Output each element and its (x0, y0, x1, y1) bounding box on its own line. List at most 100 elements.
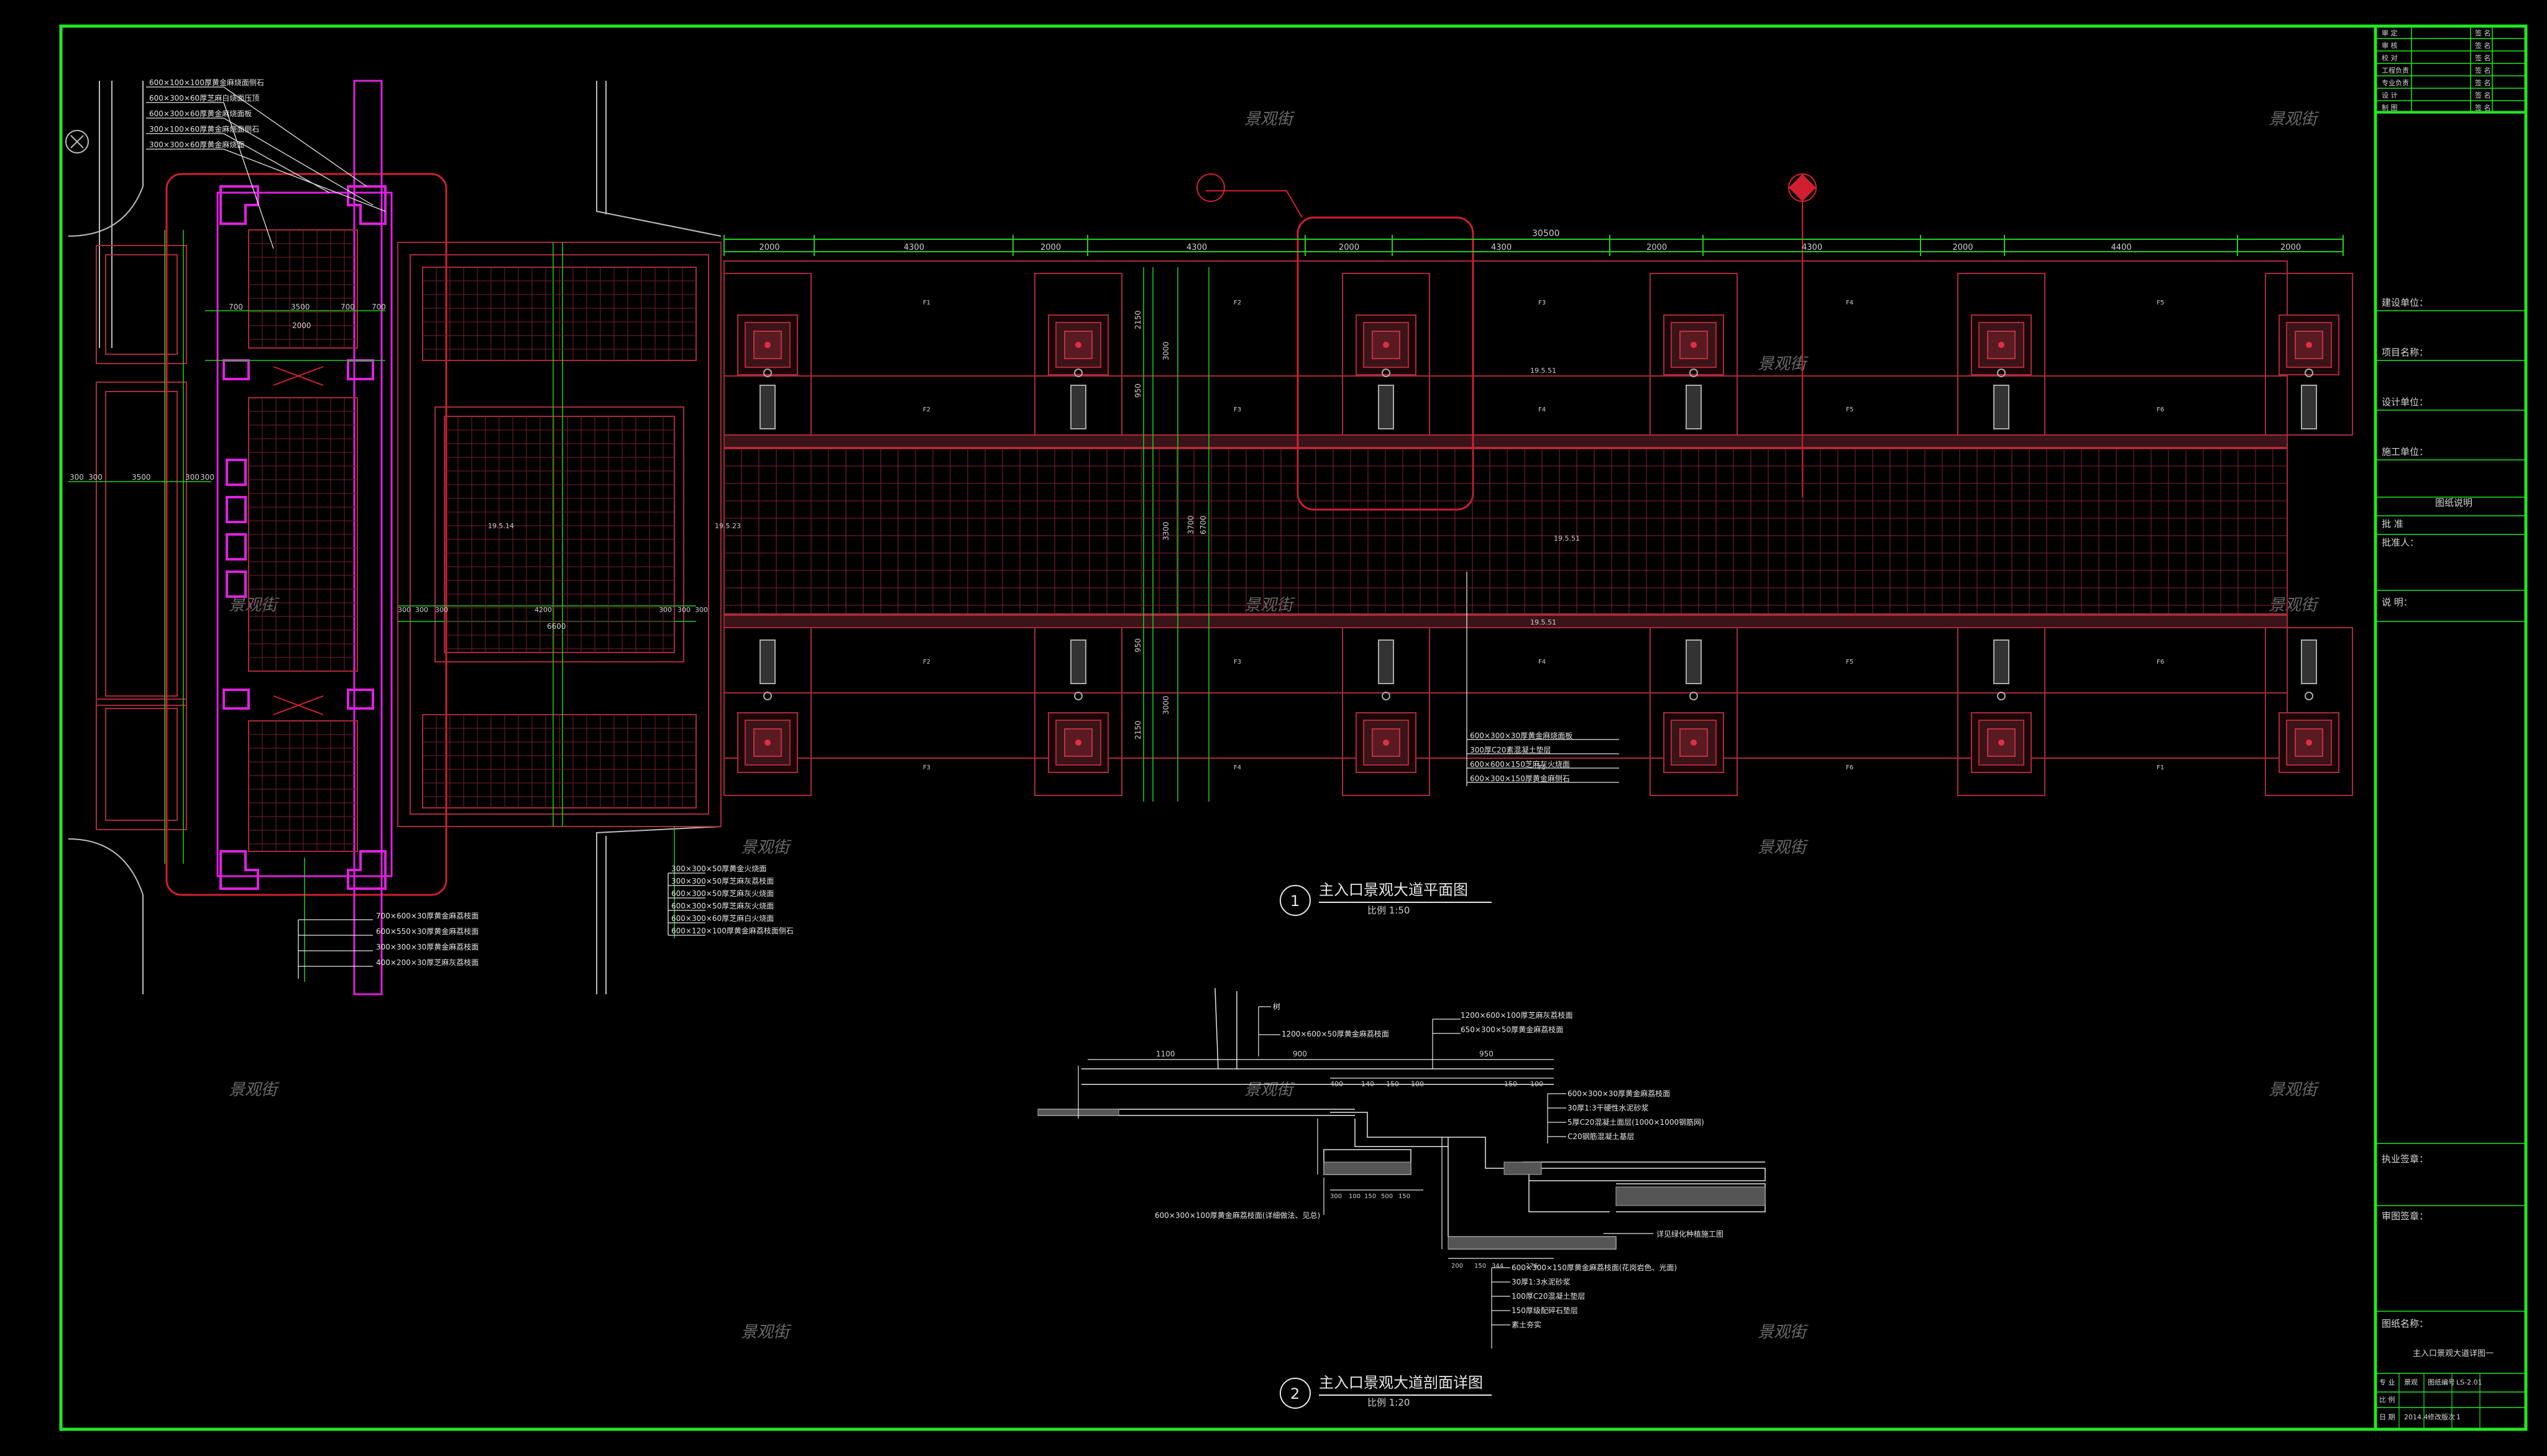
cell-label: F1 (923, 300, 930, 306)
watermark: 景观街 (2269, 1081, 2320, 1099)
section-detail (1037, 987, 1766, 1348)
top-dimension-label: 2000 (1953, 243, 1973, 252)
watermark: 景观街 (1758, 838, 1809, 857)
tb-rev-role: 设 计 (2382, 91, 2398, 99)
top-dimension-label: 4300 (904, 243, 924, 252)
top-dimension-label: 2000 (2280, 243, 2301, 252)
mid-dimension-label: 4200 (535, 606, 552, 614)
mid-dimension-label: 300 (435, 606, 448, 614)
callout-text: 600×300×60厚芝麻白火烧面 (671, 913, 774, 923)
callout-text: 600×600×150芝麻灰火烧面 (1470, 759, 1570, 769)
vertical-dimension-label: 3000 (1162, 695, 1170, 715)
cell-label: F3 (923, 764, 930, 771)
section-dimension-label: 140 (1361, 1080, 1374, 1088)
tb-construction-unit: 施工单位： (2382, 446, 2428, 457)
tb-rev-sign: 签 名 (2475, 91, 2491, 99)
section-dimension-label: 400 (1330, 1080, 1343, 1088)
section-dimension-label: 1100 (1156, 1050, 1175, 1058)
callout-text: 600×300×60厚芝麻白烧面压顶 (149, 93, 259, 103)
vertical-dimension-label: 6700 (1199, 515, 1208, 534)
tb-approve: 批 准 (2382, 518, 2403, 529)
plan-title-group: 1 主入口景观大道平面图 比例 1:50 (1280, 881, 1492, 916)
tb-footer-cell: 1 (2456, 1413, 2461, 1421)
tb-footer-cell: 图纸编号 (2428, 1378, 2455, 1386)
tb-rev-role: 校 对 (2382, 53, 2398, 62)
callout-text: 600×300×50厚芝麻灰火烧面 (671, 901, 774, 910)
watermark: 景观街 (229, 596, 280, 615)
section-callout: 30厚1:3干硬性水泥砂浆 (1567, 1103, 1649, 1112)
watermark: 景观街 (741, 1323, 792, 1342)
tb-exec-seal: 执业签章： (2382, 1153, 2428, 1165)
cell-label: F6 (2157, 406, 2164, 413)
cell-label: F4 (1846, 300, 1853, 306)
tb-rev-sign: 签 名 (2475, 78, 2491, 87)
section-title: 主入口景观大道剖面详图 (1319, 1374, 1483, 1391)
sheet-border (59, 24, 2528, 1431)
tb-rev-sign: 签 名 (2475, 66, 2491, 75)
tb-footer-cell: 专 业 (2379, 1378, 2395, 1386)
left-dimension-label: 700 (341, 303, 355, 311)
tb-footer-cell: 景观 (2404, 1378, 2418, 1386)
cell-label: F5 (1846, 406, 1853, 413)
section-number: 2 (1290, 1385, 1300, 1403)
left-dimension-label: 300 (200, 473, 214, 482)
tb-drawing-notes: 图纸说明 (2435, 497, 2472, 508)
tb-project-name: 项目名称： (2382, 347, 2428, 358)
top-dimension-label: 4300 (1186, 243, 1207, 252)
tb-drawing-name-label: 图纸名称： (2382, 1318, 2428, 1329)
watermark: 景观街 (229, 1081, 280, 1099)
section-callout: 1200×600×50厚黄金麻荔枝面 (1282, 1029, 1389, 1038)
tb-approved-by: 批准人： (2382, 537, 2419, 548)
callout-text: 300×100×60厚黄金麻烧面侧石 (149, 124, 259, 134)
elevation-mark: 19.5.23 (715, 522, 741, 530)
top-dimension-label: 2000 (1646, 243, 1667, 252)
section-dimension-label: 900 (1293, 1050, 1307, 1058)
cell-label: F5 (2157, 300, 2164, 306)
section-dimension-label: 150 (1398, 1193, 1410, 1200)
tb-rev-role: 专业负责 (2382, 78, 2409, 87)
section-title-group: 2 主入口景观大道剖面详图 比例 1:20 (1280, 1374, 1492, 1409)
plan-left-plaza (65, 80, 728, 996)
section-dimension-label: 100 (1411, 1080, 1424, 1088)
tb-footer-cell: LS-2.01 (2456, 1378, 2482, 1386)
tb-rev-role: 制 图 (2382, 104, 2398, 112)
callout-texts: 600×100×100厚黄金麻烧面侧石 600×300×60厚芝麻白烧面压顶 600… (149, 78, 1723, 1329)
left-dimension-label: 700 (229, 303, 243, 311)
plan-number-circle (1280, 885, 1311, 916)
cell-label: F1 (2157, 764, 2164, 771)
total-dimension: 30500 (1532, 229, 1560, 239)
tb-build-unit: 建设单位： (2382, 297, 2428, 308)
cell-label: F6 (2157, 659, 2164, 666)
section-callout: C20钢筋混凝土基层 (1567, 1132, 1635, 1141)
section-callout: 650×300×50厚黄金麻荔枝面 (1461, 1025, 1563, 1034)
callout-text: 600×300×150厚黄金麻侧石 (1470, 774, 1570, 783)
callout-text: 600×100×100厚黄金麻烧面侧石 (149, 78, 264, 87)
section-dimension-label: 100 (1349, 1193, 1361, 1200)
callout-text: 300×300×60厚黄金麻烧面 (149, 140, 244, 149)
callout-text: 300×300×50厚芝麻灰荔枝面 (671, 876, 774, 886)
watermark: 景观街 (2269, 110, 2320, 129)
vertical-dimension-label: 2150 (1134, 310, 1142, 329)
tb-review-seal: 审图签章： (2382, 1211, 2428, 1222)
section-scale: 比例 1:20 (1367, 1397, 1410, 1408)
section-dimension-label: 276 (1526, 1263, 1538, 1270)
top-dimension-label: 2000 (1040, 243, 1061, 252)
mid-dimension-label: 300 (677, 606, 691, 614)
tb-drawing-name: 主入口景观大道详图一 (2413, 1349, 2494, 1358)
top-dimension-label: 4300 (1491, 243, 1512, 252)
left-dimension-label: 3500 (291, 303, 310, 311)
callout-text: 300×300×30厚黄金麻荔枝面 (376, 942, 479, 951)
mid-dimension-label: 300 (659, 606, 672, 614)
mid-dimension-total: 6600 (547, 622, 566, 631)
section-callout: 600×300×100厚黄金麻荔枝面(详细做法、见总) (1155, 1211, 1320, 1220)
section-dimension-label: 150 (1386, 1080, 1399, 1088)
cell-label: F6 (1846, 764, 1853, 771)
section-callout: 素土夯实 (1512, 1320, 1541, 1329)
section-callout: 600×300×150厚黄金麻荔枝面(花岗岩色、光面) (1512, 1263, 1677, 1272)
plan-number: 1 (1290, 892, 1300, 910)
